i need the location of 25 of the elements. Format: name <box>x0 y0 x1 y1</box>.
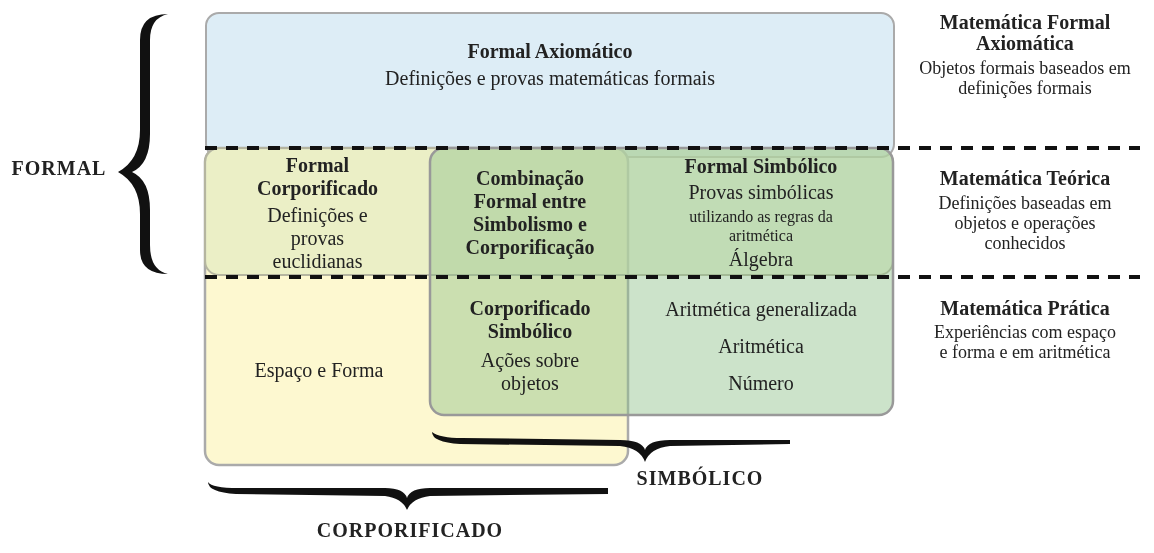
heading: Formal Corporificado <box>255 153 380 200</box>
description: Número <box>728 371 794 395</box>
row-description: Definições baseadas em objetos e operações conhecidos <box>937 193 1113 253</box>
description: Definições e provas euclidianas <box>266 203 369 273</box>
row-heading: Matemática Teórica <box>938 168 1112 189</box>
heading: Combinação Formal entre Simbolismo e Corporificação <box>464 167 596 259</box>
heading: Formal Axiomático <box>467 40 633 63</box>
bracket-label: CORPORIFICADO <box>315 520 505 541</box>
row-heading: Matemática Formal Axiomática <box>938 12 1112 54</box>
heading: Corporificado Simbólico <box>468 297 592 343</box>
heading: Formal Simbólico <box>684 155 838 178</box>
description: Espaço e Forma <box>254 358 384 382</box>
bracket-label: SIMBÓLICO <box>635 468 765 489</box>
row-description: Objetos formais baseados em definições formais <box>918 58 1132 98</box>
description: Aritmética generalizada <box>665 297 857 321</box>
description: Provas simbólicas <box>688 181 834 204</box>
row-heading: Matemática Prática <box>939 298 1111 319</box>
description: Álgebra <box>728 248 794 271</box>
description: Ações sobre objetos <box>479 349 581 395</box>
row-description: Experiências com espaço e forma e em aritmética <box>933 322 1117 362</box>
bracket-label: FORMAL <box>10 158 108 179</box>
description: Aritmética <box>718 334 804 358</box>
description: utilizando as regras da aritmética <box>688 207 834 245</box>
axiomatic-box <box>205 12 895 158</box>
description: Definições e provas matemáticas formais <box>385 67 715 90</box>
